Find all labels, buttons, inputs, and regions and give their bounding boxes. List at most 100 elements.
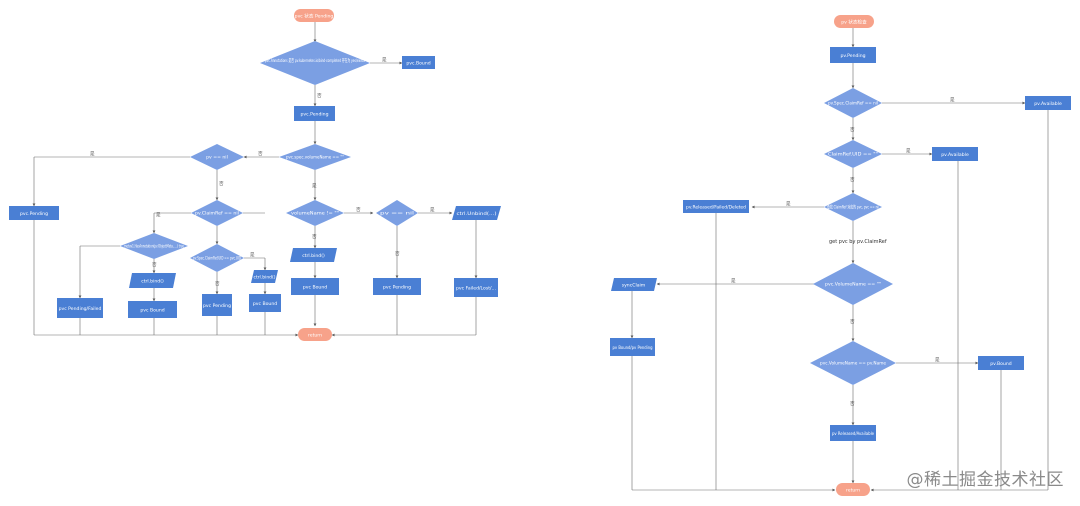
right-pv-released-label: pv.Released/Failed/Deleted — [686, 205, 746, 211]
left-node-pvc-pending-left: pvc.Pending — [9, 206, 59, 220]
right-decision-volumename: pvc.VolumeName == "" — [813, 263, 893, 305]
right-pv-bound-label: pv.Bound — [990, 361, 1012, 367]
edge-label-no-2: 否 — [219, 181, 224, 187]
left-pvc-pending-failed-label: pvc Pending/Failed — [59, 306, 102, 312]
left-edges — [32, 22, 478, 337]
right-node-pv-pending: pv.Pending — [830, 47, 876, 63]
right-edges — [630, 28, 1049, 492]
right-pv-pending-label: pv.Pending — [840, 53, 865, 59]
left-ctrl-unbind-vol-label: ctrl.bind() — [302, 253, 325, 259]
left-node-pvc-pending-c: pvc Pending — [373, 278, 421, 295]
left-decision-pv-uid: pv == nil — [376, 200, 418, 226]
right-pv-bound-pending-label: pv Bound/pv Pending — [613, 345, 653, 351]
left-pvc-bound-a-label: pvc Bound — [140, 308, 164, 314]
right-decision-claim-found: 查找 ClaimRef 对应的 pvc, pvc == nil — [824, 193, 882, 221]
edge-label-no-3: 否 — [356, 207, 361, 213]
left-pvc-failed-lost-label: pvc Failed/Lost/... — [456, 286, 496, 292]
right-decision-claim-found-label: 查找 ClaimRef 对应的 pvc, pvc == nil — [827, 204, 879, 211]
right-decision-volumename-eq-label: pvc.VolumeName == pv.Name — [820, 361, 886, 367]
left-decision-bind-completed: metav1.HasAnnotation(pv.ObjectMeta, ...)… — [120, 233, 188, 259]
left-node-ctrl-bind-a: ctrl.bind() — [129, 273, 176, 288]
left-node-pvc-bound-a: pvc Bound — [128, 301, 177, 318]
left-ctrl-unbind-label: ctrl.Unbind(...) — [457, 211, 497, 217]
right-return-label: return — [846, 488, 860, 494]
left-decision-bind-completed-label: metav1.HasAnnotation(pv.ObjectMeta, ...)… — [124, 244, 184, 250]
left-decision-bound-annotation: pv.Spec.ClaimRef.UID == pvc.UID — [190, 244, 244, 272]
right-edge-label-yes-5: 是 — [935, 357, 940, 363]
right-get-pvc-label: get pvc by pv.ClaimRef — [829, 239, 887, 245]
right-node-pv-available-mid: pv.Available — [932, 147, 978, 161]
left-node-pvc-bound-b: pvc Bound — [249, 294, 281, 312]
right-start-label: pv 状态检查 — [841, 19, 867, 26]
left-decision-pv-uid-label: pv == nil — [380, 211, 414, 217]
left-decision-bound-annotation-label: pv.Spec.ClaimRef.UID == pvc.UID — [193, 256, 241, 262]
left-return-label: return — [308, 333, 322, 339]
right-edge-label-no-4: 否 — [850, 401, 855, 407]
edge-label-yes-4: 是 — [312, 183, 317, 189]
right-decision-volumename-label: pvc.VolumeName == "" — [825, 282, 881, 288]
left-decision-pv-nil-label: pv == nil — [206, 155, 228, 161]
right-node-sync-claim: syncClaim — [611, 278, 657, 291]
right-pv-available-mid-label: pv.Available — [941, 152, 969, 158]
right-edge-label-yes-3: 是 — [786, 201, 791, 207]
left-node-pvc-failed-lost: pvc Failed/Lost/... — [454, 278, 498, 297]
left-pvc-bound-top-label: pvc.Bound — [406, 61, 430, 67]
right-decision-volumename-eq: pvc.VolumeName == pv.Name — [810, 341, 896, 385]
left-decision-claimref: pv.ClaimRef == nil — [191, 200, 243, 226]
edge-label-yes-5: 是 — [430, 207, 435, 213]
left-node-ctrl-unbind-vol: ctrl.bind() — [290, 248, 337, 262]
right-decision-claimref-uid-label: ClaimRef.UID == "" — [828, 152, 878, 158]
edge-label-no-7: 否 — [215, 281, 220, 287]
right-node-pv-bound-pending: pv Bound/pv Pending — [610, 338, 655, 356]
edge-label-no-1: 否 — [317, 93, 322, 99]
right-edge-label-yes-2: 是 — [906, 148, 911, 154]
right-pv-released-available-label: pv Released/Available — [832, 431, 874, 437]
left-node-ctrl-bind-b: ctrl.bind() — [251, 270, 278, 283]
right-node-pv-released-available: pv Released/Available — [830, 425, 876, 441]
edge-label-yes-1: 是 — [382, 57, 387, 63]
left-pvc-pending-label: pvc.Pending — [301, 112, 329, 118]
right-edge-label-no-3: 否 — [850, 319, 855, 325]
left-ctrl-bind-a-label: ctrl.bind() — [141, 279, 164, 285]
right-node-pv-bound: pv.Bound — [978, 356, 1024, 370]
right-node-pv-available-top: pv.Available — [1025, 96, 1071, 110]
edge-label-no-4: 否 — [312, 234, 317, 240]
left-decision-volumename-label: pvc.spec.volumeName == "" — [286, 155, 344, 161]
right-edge-label-yes-1: 是 — [950, 97, 955, 103]
right-node-pv-released: pv.Released/Failed/Deleted — [683, 200, 749, 213]
right-decision-claimref-nil-label: pv.Spec.ClaimRef == nil — [828, 101, 878, 107]
left-decision-volume-bound: volumeName != "" — [286, 200, 344, 226]
edge-label-yes-3: 是 — [90, 151, 95, 157]
left-decision-pv-nil: pv == nil — [190, 144, 244, 170]
right-pv-available-top-label: pv.Available — [1034, 101, 1062, 107]
right-decision-claimref-uid: ClaimRef.UID == "" — [824, 140, 882, 168]
right-decision-claimref-nil: pv.Spec.ClaimRef == nil — [824, 88, 882, 118]
left-decision-volumename: pvc.spec.volumeName == "" — [279, 144, 351, 170]
left-node-pvc-pending-failed: pvc Pending/Failed — [57, 298, 103, 318]
left-node-pvc-bound-c: pvc Bound — [291, 278, 339, 295]
right-return-node: return — [836, 483, 870, 496]
left-decision-spec: pvc.Annotations 是否 pv.kubernetes.io/bind… — [260, 41, 370, 85]
edge-label-no-6: 否 — [152, 262, 157, 268]
edge-label-no-5: 否 — [395, 251, 400, 257]
right-edge-label-yes-4: 是 — [731, 278, 736, 284]
left-return-node: return — [298, 328, 332, 341]
left-start-label: pvc 状态 Pending — [295, 13, 334, 20]
left-node-pvc-pending-b: pvc Pending — [202, 294, 232, 316]
left-decision-claimref-label: pv.ClaimRef == nil — [195, 211, 239, 217]
left-pvc-pending-left-label: pvc.Pending — [20, 211, 48, 217]
left-start-node: pvc 状态 Pending — [294, 9, 334, 22]
left-pvc-pending-b-label: pvc Pending — [203, 303, 231, 309]
left-pvc-pending-c-label: pvc Pending — [383, 285, 411, 291]
left-node-pvc-bound-top: pvc.Bound — [402, 56, 435, 69]
watermark: @稀土掘金技术社区 — [906, 470, 1064, 490]
edge-label-yes-2: 否 — [258, 151, 263, 157]
edge-label-yes-7: 是 — [250, 252, 255, 258]
right-sync-claim-label: syncClaim — [622, 283, 646, 289]
left-node-ctrl-unbind: ctrl.Unbind(...) — [452, 206, 501, 220]
right-start-node: pv 状态检查 — [834, 15, 874, 28]
right-edge-label-no-2: 否 — [850, 177, 855, 183]
left-pvc-bound-b-label: pvc Bound — [253, 301, 277, 307]
left-decision-spec-label: pvc.Annotations 是否 pv.kubernetes.io/bind… — [265, 57, 365, 64]
